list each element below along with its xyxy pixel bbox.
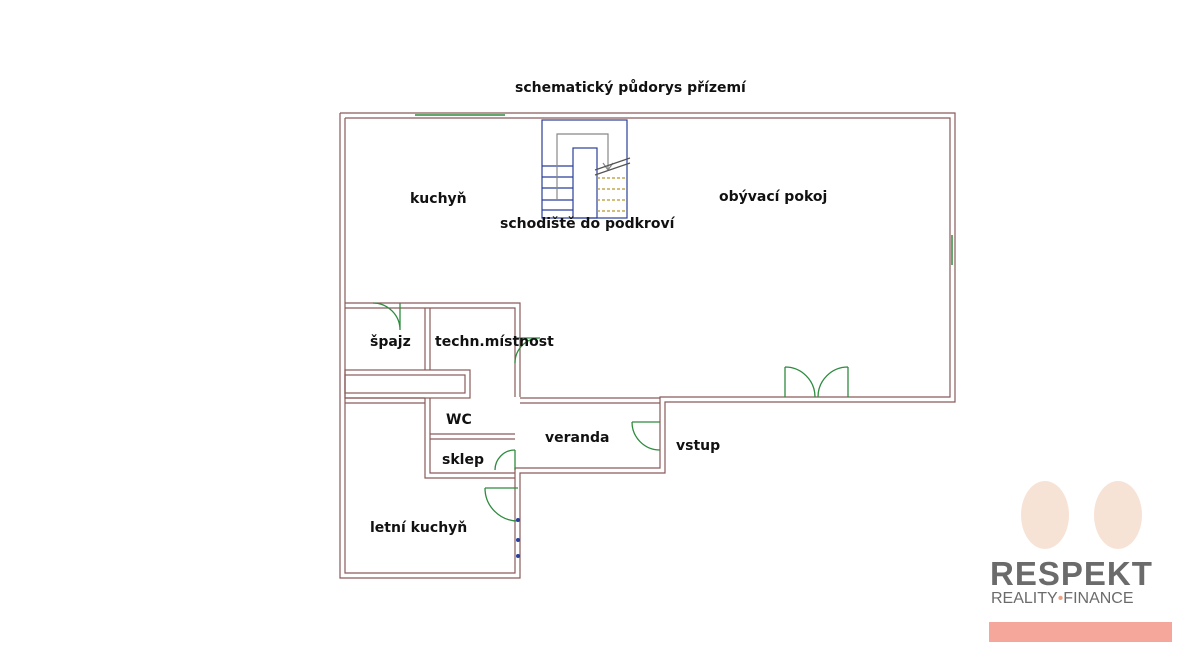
logo-bar bbox=[989, 622, 1172, 642]
staircase bbox=[541, 119, 631, 219]
tech-block-wall-inner bbox=[345, 307, 516, 397]
stair-arrow bbox=[556, 133, 609, 200]
room-label-summer-kitchen: letní kuchyň bbox=[370, 520, 468, 536]
room-label-entrance: vstup bbox=[676, 438, 721, 454]
room-label-pantry: špajz bbox=[370, 334, 411, 350]
room-label-kitchen: kuchyň bbox=[410, 191, 467, 207]
wc-wall-inner bbox=[429, 398, 515, 474]
wc-wall bbox=[424, 398, 515, 479]
stair-cut-line bbox=[594, 162, 631, 176]
logo-sub-right: FINANCE bbox=[1063, 590, 1134, 607]
logo-sub-separator: • bbox=[1057, 590, 1064, 607]
room-label-tech-room: techn.místnost bbox=[435, 334, 554, 350]
room-label-living-room: obývací pokoj bbox=[719, 189, 828, 205]
doors bbox=[372, 302, 849, 522]
logo-main-text: RESPEKT bbox=[990, 555, 1153, 592]
windows bbox=[415, 114, 953, 265]
door-tech bbox=[514, 337, 541, 364]
tech-block-wall bbox=[345, 302, 521, 397]
corridor-strip bbox=[344, 369, 471, 399]
stair-steps-upper bbox=[597, 177, 627, 212]
room-label-cellar: sklep bbox=[442, 452, 484, 468]
door-veranda bbox=[631, 421, 661, 451]
outer-wall-inner bbox=[344, 117, 951, 574]
door-summer-kitchen bbox=[484, 487, 519, 522]
stair-cut-line-2 bbox=[594, 157, 631, 171]
corridor-strip-inner bbox=[344, 374, 466, 394]
door-pantry bbox=[372, 302, 401, 331]
logo-sub-text: REALITY•FINANCE bbox=[991, 590, 1134, 608]
logo-sub-left: REALITY bbox=[991, 590, 1058, 607]
door-living-right bbox=[817, 366, 849, 398]
plan-title: schematický půdorys přízemí bbox=[515, 80, 746, 96]
walls bbox=[339, 112, 956, 579]
room-label-veranda: veranda bbox=[545, 430, 610, 446]
outer-wall-outer bbox=[339, 112, 956, 579]
door-living-left bbox=[784, 366, 816, 398]
stair-core bbox=[572, 147, 598, 219]
room-label-stairs: schodiště do podkroví bbox=[500, 216, 675, 232]
wall-marks bbox=[516, 518, 520, 558]
door-cellar bbox=[494, 449, 516, 471]
room-label-wc: WC bbox=[446, 412, 472, 428]
hands-watermark-icon bbox=[1021, 481, 1142, 549]
